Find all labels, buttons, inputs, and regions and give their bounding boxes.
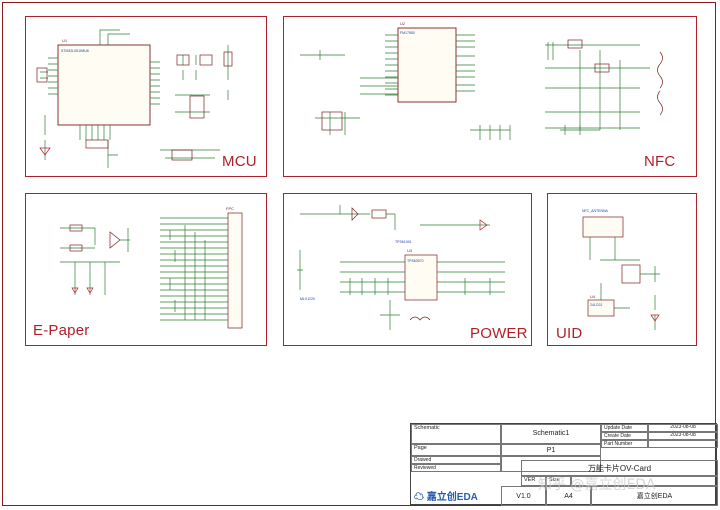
- svg-text:STM32L051K8U6: STM32L051K8U6: [61, 49, 89, 53]
- mcu-block: [25, 16, 267, 177]
- nfc-block: [283, 16, 697, 177]
- mcu-designator: U1: [62, 38, 68, 43]
- create-date-value: 2023-08-08: [648, 432, 718, 440]
- update-date-label: Update Date: [601, 424, 648, 432]
- nfc-block-label: NFC: [644, 153, 676, 170]
- uid-block-label: UID: [556, 325, 583, 342]
- svg-text:MLX1220: MLX1220: [300, 297, 315, 301]
- drawed-label: Drawed: [411, 456, 501, 464]
- uid-block: [547, 193, 697, 346]
- company-name: 嘉立创EDA: [591, 486, 718, 506]
- svg-text:24LC02: 24LC02: [590, 303, 602, 307]
- ver-label: VER: [521, 476, 546, 486]
- nfc-designator: U2: [400, 21, 406, 26]
- jlc-eda-logo: ☁ 嘉立创EDA: [414, 488, 478, 503]
- epaper-block: [25, 193, 267, 346]
- svg-text:NFC_ANTENNA: NFC_ANTENNA: [582, 209, 609, 213]
- company-top: [571, 476, 718, 486]
- page-label: Page: [411, 444, 501, 456]
- power-designator: U3: [407, 248, 413, 253]
- cloud-icon: ☁: [414, 492, 424, 503]
- power-block-label: POWER: [470, 325, 528, 342]
- schematic-value: Schematic1: [501, 424, 601, 444]
- update-date-value: 2023-08-08: [648, 424, 718, 432]
- part-number-value: [648, 440, 718, 448]
- schematic-label: Schematic: [411, 424, 501, 444]
- svg-text:TPS63070: TPS63070: [407, 259, 424, 263]
- power-block: [283, 193, 532, 346]
- page-value: P1: [501, 444, 601, 456]
- create-date-label: Create Date: [601, 432, 648, 440]
- size-label: Size: [546, 476, 571, 486]
- reviewed-label: Reviewed: [411, 464, 501, 472]
- project-name: 万能卡片OV-Card: [521, 460, 718, 476]
- epaper-connector-designator: FPC: [226, 206, 234, 211]
- size-value: A4: [546, 486, 591, 506]
- uid-designator: U4: [590, 294, 596, 299]
- epaper-block-label: E-Paper: [33, 322, 90, 339]
- drawed-reviewed-values: [501, 456, 601, 472]
- watermark: 知乎 @嘉立创EDA: [538, 477, 656, 493]
- logo-text: 嘉立创EDA: [426, 492, 478, 503]
- mcu-block-label: MCU: [222, 153, 257, 170]
- svg-text:TPS61091: TPS61091: [395, 240, 412, 244]
- part-number-label: Part Number: [601, 440, 648, 448]
- svg-text:FM17550: FM17550: [400, 31, 415, 35]
- title-block: Schematic Schematic1 Page P1 Drawed Revi…: [410, 423, 718, 506]
- ver-value: V1.0: [501, 486, 546, 506]
